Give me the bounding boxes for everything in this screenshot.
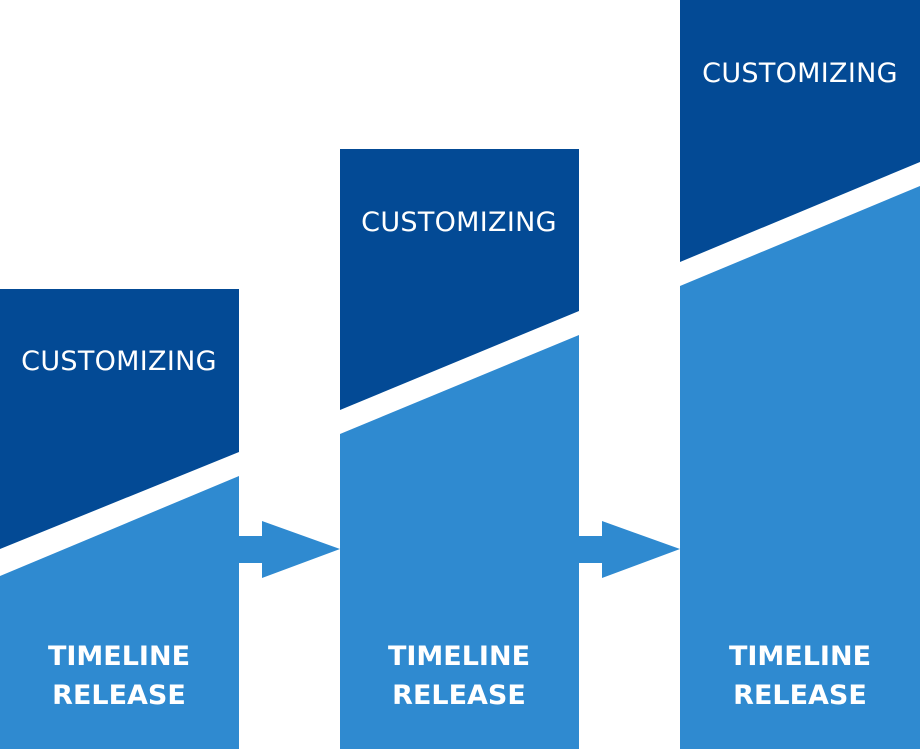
stage-3-customizing-block (680, 0, 920, 262)
stage-2-timeline-block (340, 335, 579, 749)
stage-3-customizing-label: CUSTOMIZING (702, 58, 898, 89)
stage-1: CUSTOMIZING TIMELINE RELEASE (0, 289, 239, 749)
stage-2-timeline-label: TIMELINE (388, 641, 530, 672)
stage-2-customizing-label: CUSTOMIZING (361, 207, 557, 238)
stage-3-timeline-block (680, 186, 920, 749)
stage-2-release-label: RELEASE (392, 680, 526, 711)
stage-1-customizing-label: CUSTOMIZING (21, 346, 217, 377)
stage-2: CUSTOMIZING TIMELINE RELEASE (340, 149, 579, 749)
stage-3: CUSTOMIZING TIMELINE RELEASE (680, 0, 920, 749)
stage-1-customizing-block (0, 289, 239, 549)
arrow-right-icon (579, 521, 680, 578)
stage-2-customizing-block (340, 149, 579, 410)
stage-3-release-label: RELEASE (733, 680, 867, 711)
stage-3-timeline-label: TIMELINE (729, 641, 871, 672)
stage-1-release-label: RELEASE (52, 680, 186, 711)
stage-1-timeline-label: TIMELINE (48, 641, 190, 672)
stage-1-timeline-block (0, 476, 239, 749)
arrow-right-icon (239, 521, 340, 578)
